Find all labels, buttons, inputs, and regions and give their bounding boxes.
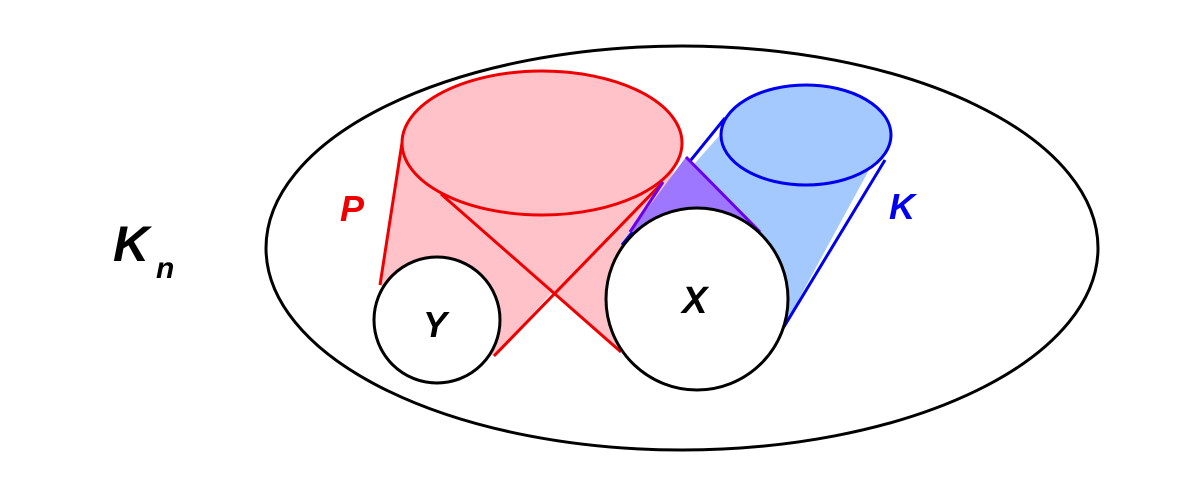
k-label: K xyxy=(889,186,918,227)
y-circle xyxy=(372,255,502,385)
x-circle xyxy=(604,206,790,392)
p-edge-left xyxy=(378,142,404,286)
k-top-ellipse xyxy=(719,83,893,187)
universe-label: K xyxy=(113,216,153,272)
overlap-edge-left xyxy=(628,181,665,233)
y-label: Y xyxy=(423,304,450,345)
overlap-edge xyxy=(684,155,762,234)
p-top-ellipse xyxy=(400,69,684,217)
p-edge-cross-a xyxy=(440,192,622,354)
universe-ellipse xyxy=(264,44,1100,452)
x-label: X xyxy=(680,280,710,322)
p-edge-cross-b xyxy=(492,180,665,358)
k-edge-right xyxy=(780,159,887,331)
universe-subscript: n xyxy=(156,252,174,285)
p-label: P xyxy=(340,188,365,229)
